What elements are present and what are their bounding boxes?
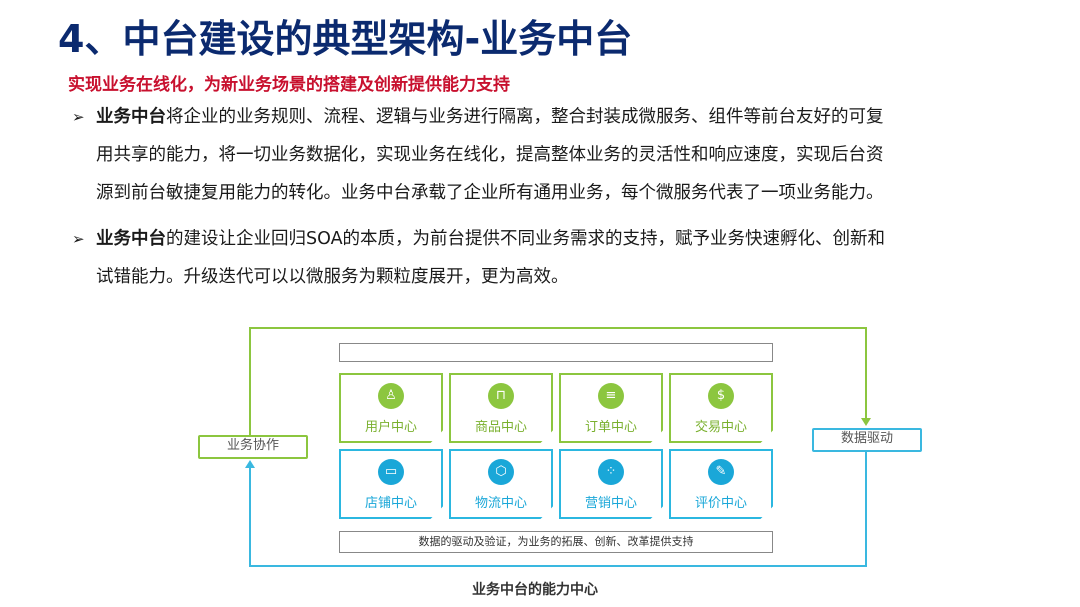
bullet-line: 业务中台将企业的业务规则、流程、逻辑与业务进行隔离，整合封装成微服务、组件等前台… — [96, 107, 884, 127]
card-label: 物流中心 — [474, 496, 527, 511]
top-bar — [339, 343, 773, 362]
edit-icon: ✎ — [708, 459, 734, 485]
card-label: 评价中心 — [694, 496, 747, 511]
right-label: 数据驱动 — [840, 431, 893, 446]
bullet-point-2: ➢ 业务中台的建设让企业回归SOA的本质，为前台提供不同业务需求的支持，赋予业务… — [72, 220, 1032, 296]
card-user-center: ♙ 用户中心 — [339, 373, 443, 443]
arrow-down-icon — [861, 418, 871, 426]
arrow-up-icon — [245, 460, 255, 468]
grid-icon: ⁘ — [598, 459, 624, 485]
money-bag-icon: $ — [708, 383, 734, 409]
card-label: 店铺中心 — [364, 496, 417, 511]
shopping-bag-icon: ⊓ — [488, 383, 514, 409]
card-label: 交易中心 — [694, 420, 747, 435]
bullet-keyword: 业务中台 — [96, 107, 166, 127]
user-icon: ♙ — [378, 383, 404, 409]
card-label: 用户中心 — [364, 420, 417, 435]
card-trade-center: $ 交易中心 — [669, 373, 773, 443]
page-subtitle: 实现业务在线化，为新业务场景的搭建及创新提供能力支持 — [68, 75, 510, 95]
left-label-box: 业务协作 — [198, 435, 308, 459]
card-review-center: ✎ 评价中心 — [669, 449, 773, 519]
bottom-bar: 数据的驱动及验证，为业务的拓展、创新、改革提供支持 — [339, 531, 773, 553]
package-icon: ⬡ — [488, 459, 514, 485]
bullet-line: 业务中台的建设让企业回归SOA的本质，为前台提供不同业务需求的支持，赋予业务快速… — [96, 229, 886, 249]
card-marketing-center: ⁘ 营销中心 — [559, 449, 663, 519]
card-label: 营销中心 — [584, 496, 637, 511]
store-icon: ▭ — [378, 459, 404, 485]
card-logistics-center: ⬡ 物流中心 — [449, 449, 553, 519]
card-store-center: ▭ 店铺中心 — [339, 449, 443, 519]
card-product-center: ⊓ 商品中心 — [449, 373, 553, 443]
bullet-keyword: 业务中台 — [96, 229, 166, 249]
bullet-point-1: ➢ 业务中台将企业的业务规则、流程、逻辑与业务进行隔离，整合封装成微服务、组件等… — [72, 98, 1032, 212]
diagram-caption: 业务中台的能力中心 — [472, 582, 598, 598]
right-label-box: 数据驱动 — [812, 428, 922, 452]
bullet-line: 试错能力。升级迭代可以以微服务为颗粒度展开，更为高效。 — [96, 267, 569, 287]
bullet-line: 用共享的能力，将一切业务数据化，实现业务在线化，提高整体业务的灵活性和响应速度，… — [96, 145, 884, 165]
arrow-bullet-icon: ➢ — [72, 108, 85, 126]
card-order-center: ≡ 订单中心 — [559, 373, 663, 443]
left-label: 业务协作 — [226, 438, 279, 453]
arrow-bullet-icon: ➢ — [72, 230, 85, 248]
card-label: 订单中心 — [584, 420, 637, 435]
card-label: 商品中心 — [474, 420, 527, 435]
bullet-line: 源到前台敏捷复用能力的转化。业务中台承载了企业所有通用业务，每个微服务代表了一项… — [96, 183, 884, 203]
page-title: 4、中台建设的典型架构-业务中台 — [58, 17, 633, 61]
order-list-icon: ≡ — [598, 383, 624, 409]
